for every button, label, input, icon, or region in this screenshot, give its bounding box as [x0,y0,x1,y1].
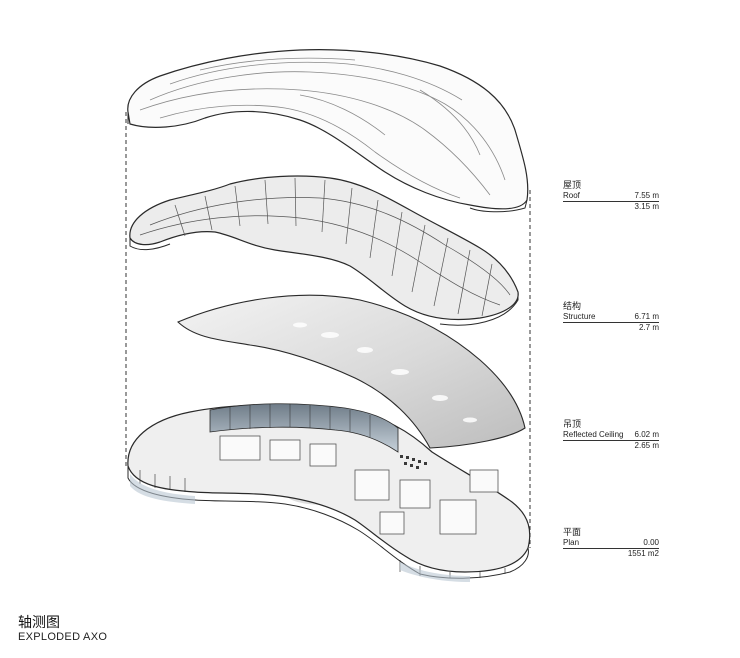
label-roof: 屋顶 Roof 7.55 m 3.15 m [563,180,659,212]
ceiling-layer [177,294,526,449]
label-plan-elevation: 0.00 [643,538,659,547]
drawing-title-en: EXPLODED AXO [18,631,108,643]
roof-layer [127,49,529,213]
label-roof-elevation: 7.55 m [634,191,659,200]
label-ceiling-thickness: 2.65 m [634,441,659,450]
structure-layer [129,175,519,326]
label-roof-cn: 屋顶 [563,180,582,190]
label-plan-area: 1551 m2 [627,549,659,558]
drawing-title-cn: 轴测图 [18,615,60,631]
label-plan: 平面 Plan 0.00 1551 m2 [563,527,659,559]
label-ceiling-en: Reflected Ceiling [563,430,624,439]
seating-cluster [400,455,427,469]
label-plan-cn: 平面 [563,527,582,537]
label-structure: 结构 Structure 6.71 m 2.7 m [563,301,659,333]
label-roof-en: Roof [563,191,580,200]
label-structure-en: Structure [563,312,596,321]
label-ceiling-elevation: 6.02 m [634,430,659,439]
label-structure-cn: 结构 [563,301,582,311]
label-ceiling-cn: 吊顶 [563,419,582,429]
glass-facade [209,403,399,453]
label-ceiling: 吊顶 Reflected Ceiling 6.02 m 2.65 m [563,419,659,451]
guide-lines [125,112,531,548]
label-structure-elevation: 6.71 m [634,312,659,321]
plan-layer [127,403,531,582]
label-roof-thickness: 3.15 m [634,202,659,211]
label-structure-thickness: 2.7 m [638,323,659,332]
label-plan-en: Plan [563,538,580,547]
